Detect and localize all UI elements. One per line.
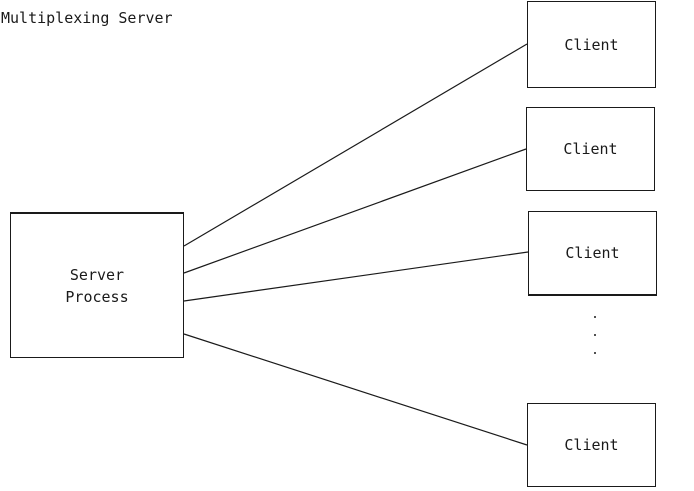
connection-line-client-1 <box>183 43 528 247</box>
ellipsis-dot-3 <box>594 352 596 354</box>
connection-line-client-4 <box>183 333 528 446</box>
connection-line-client-3 <box>183 251 529 302</box>
ellipsis-dot-1 <box>594 316 596 318</box>
ellipsis-dot-2 <box>594 334 596 336</box>
client-box-3: Client <box>528 211 657 296</box>
client-label-1: Client <box>564 35 619 54</box>
client-label-2: Client <box>563 140 618 158</box>
connection-line-client-2 <box>183 148 527 274</box>
client-box-2: Client <box>526 107 655 191</box>
client-box-4: Client <box>527 403 656 487</box>
client-box-1: Client <box>527 1 656 88</box>
server-process-box: Server Process <box>10 212 184 358</box>
client-label-4: Client <box>564 436 619 454</box>
server-process-label: Server Process <box>65 265 129 306</box>
diagram-title: Multiplexing Server <box>1 9 173 27</box>
more-clients-ellipsis <box>590 308 602 360</box>
client-label-3: Client <box>565 244 620 262</box>
